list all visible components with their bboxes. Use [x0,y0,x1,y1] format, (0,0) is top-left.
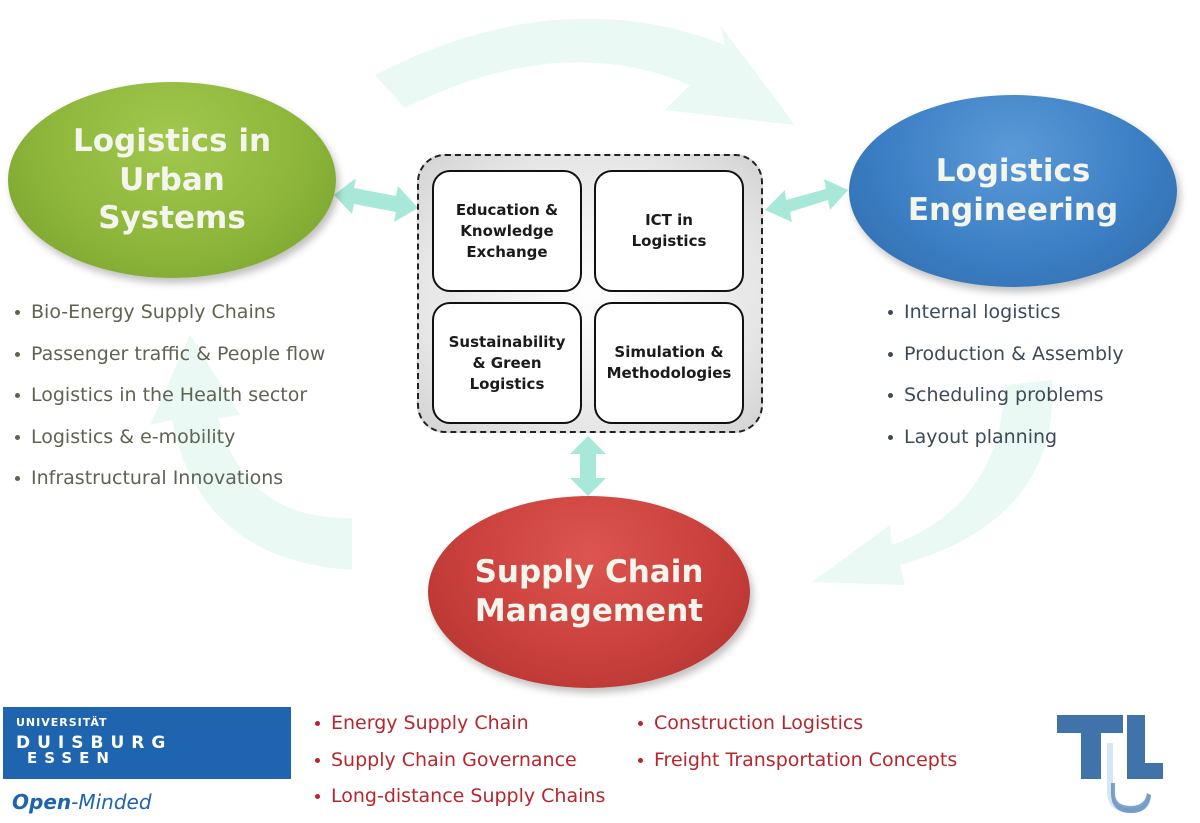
list-item: Energy Supply Chain [313,711,605,748]
list-item: Infrastructural Innovations [13,466,325,508]
node-supply-chain-management: Supply Chain Management [428,496,750,688]
node-supply-chain-management-title: Supply Chain Management [474,554,704,629]
tul-logo [1057,715,1163,813]
scm-list-column-1: Energy Supply Chain Supply Chain Governa… [313,711,605,821]
list-item: Production & Assembly [886,342,1124,384]
list-item: Layout planning [886,425,1124,467]
ude-tagline-rest: -Minded [71,790,152,814]
tul-logo-t-stem [1081,715,1101,779]
cycle-arrow-top [375,18,795,125]
ude-logo-line1: UNIVERSITÄT [16,716,108,729]
node-urban-systems-title: Logistics in Urban Systems [72,122,272,237]
list-item: Long-distance Supply Chains [313,784,605,821]
topic-ict: ICT in Logistics [594,170,744,292]
cycle-arrow-left [150,335,352,570]
list-item: Supply Chain Governance [313,748,605,785]
connector-urban-center [334,178,418,222]
node-logistics-engineering-title: Logistics Engineering [907,153,1119,228]
list-item: Freight Transportation Concepts [636,748,957,785]
list-item: Internal logistics [886,300,1124,342]
node-logistics-engineering: Logistics Engineering [849,95,1177,287]
list-item: Logistics & e-mobility [13,425,325,467]
ude-logo-line3: ESSEN [27,749,116,767]
topic-simulation: Simulation & Methodologies [594,302,744,424]
connector-center-scm [570,436,606,496]
tul-logo-l-foot [1127,763,1163,779]
ude-logo-line2: DUISBURG [16,733,173,753]
ude-tagline-bold: Open [12,790,72,814]
list-item: Scheduling problems [886,383,1124,425]
list-item: Construction Logistics [636,711,957,748]
node-urban-systems: Logistics in Urban Systems [8,82,336,278]
logistics-engineering-list: Internal logistics Production & Assembly… [886,300,1124,466]
center-topics-box: Education & Knowledge Exchange ICT in Lo… [417,154,763,433]
list-item: Logistics in the Health sector [13,383,325,425]
tul-logo-u-shadow [1111,783,1151,813]
urban-systems-list: Bio-Energy Supply Chains Passenger traff… [13,300,325,508]
connector-center-engineering [765,179,848,222]
topic-sustainability: Sustainability & Green Logistics [432,302,582,424]
topic-education: Education & Knowledge Exchange [432,170,582,292]
scm-list-column-2: Construction Logistics Freight Transport… [636,711,957,784]
university-duisburg-essen-logo: UNIVERSITÄT DUISBURG ESSEN [3,707,291,779]
ude-tagline: Open-Minded [12,790,152,814]
list-item: Bio-Energy Supply Chains [13,300,325,342]
list-item: Passenger traffic & People flow [13,342,325,384]
cycle-arrow-right [812,380,1053,585]
